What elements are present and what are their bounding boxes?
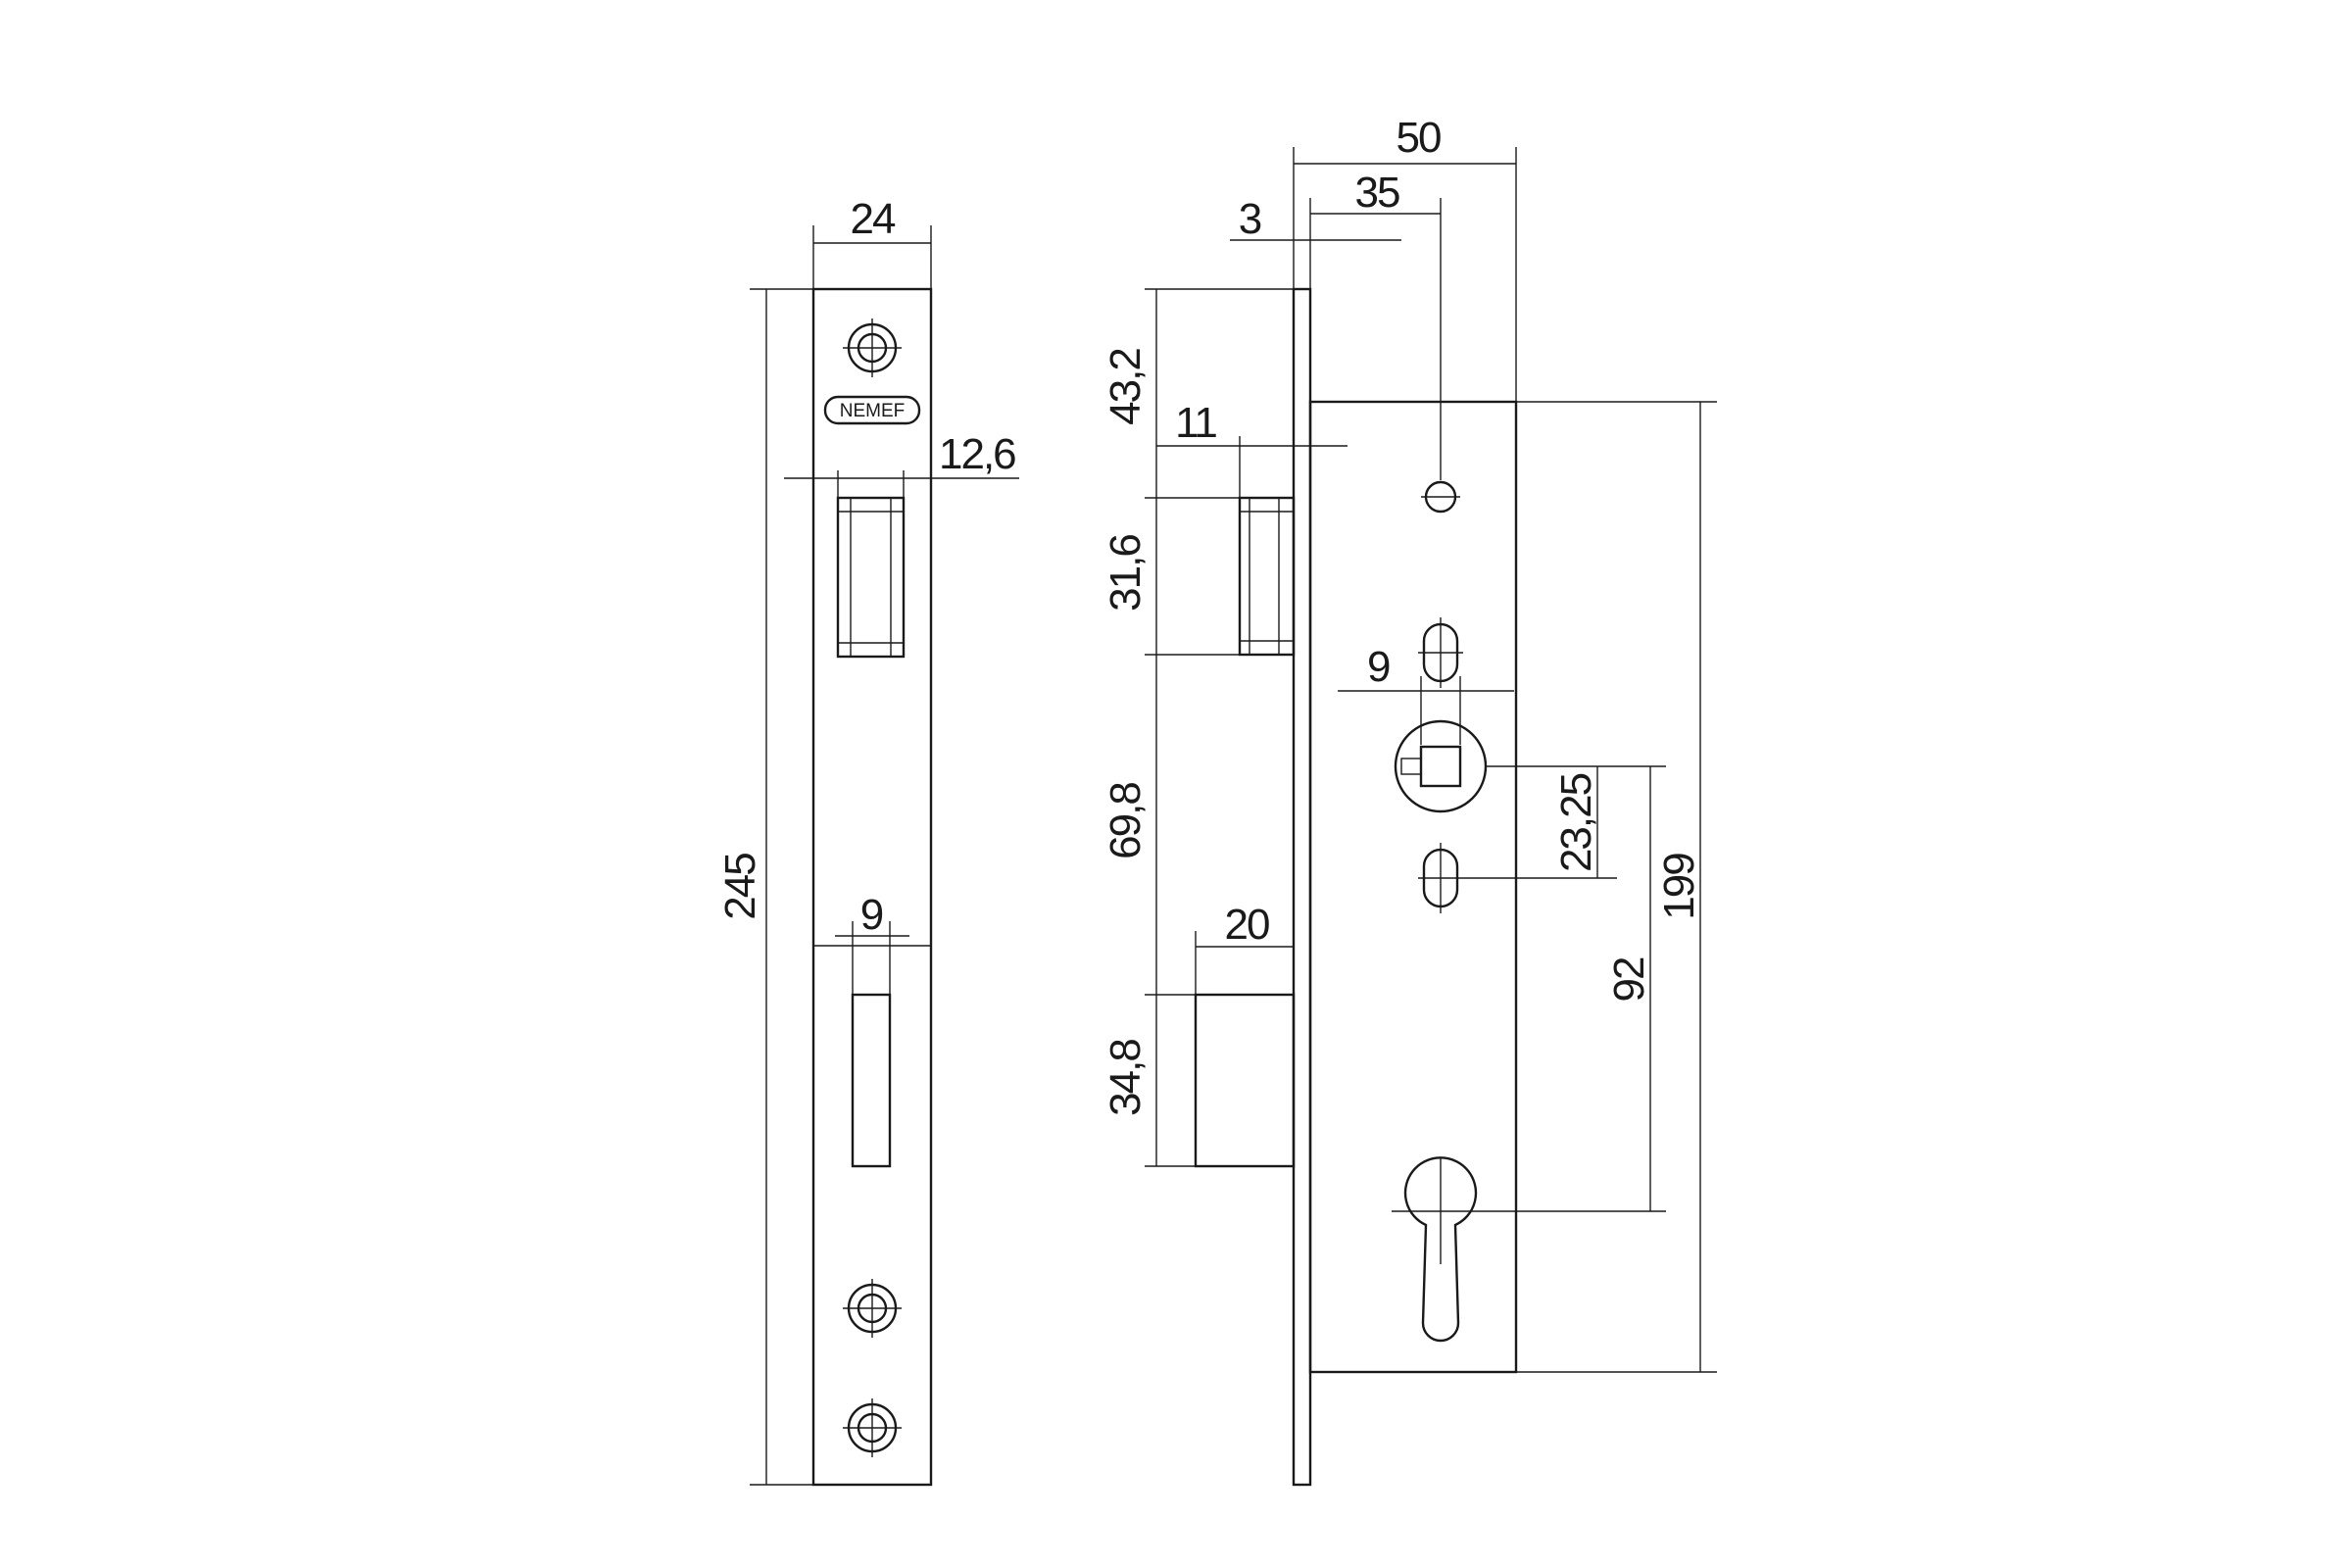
dimension-follower: 9 bbox=[1338, 643, 1514, 745]
dim-front-height-label: 245 bbox=[716, 854, 764, 920]
lower-screw-icon bbox=[843, 1279, 902, 1338]
dimension-faceplate-thickness: 3 bbox=[1230, 195, 1401, 243]
bolt-opening bbox=[851, 993, 892, 1168]
dimension-backset: 35 bbox=[1309, 169, 1441, 289]
dimension-latch-gap: 12,6 bbox=[784, 430, 1019, 498]
dim-faceplate-thickness-label: 3 bbox=[1239, 195, 1261, 243]
faceplate-outline bbox=[811, 287, 933, 1487]
dim-top-offset-label: 43,2 bbox=[1102, 349, 1150, 425]
dimension-left-chain bbox=[1145, 288, 1294, 1167]
top-screw-icon bbox=[843, 318, 902, 377]
deadbolt bbox=[1194, 993, 1296, 1168]
dim-follower-to-hole-label: 23,25 bbox=[1552, 773, 1600, 872]
dimension-bolt-projection: 20 bbox=[1195, 901, 1294, 995]
side-view: 9 50 35 3 bbox=[1102, 114, 1717, 1487]
dim-latch-projection-label: 11 bbox=[1175, 399, 1216, 447]
dim-bolt-width-label: 9 bbox=[860, 891, 883, 939]
cylinder-hole-icon bbox=[1403, 1156, 1478, 1343]
dim-bolt-projection-label: 20 bbox=[1225, 901, 1269, 949]
nemef-logo: NEMEF bbox=[823, 395, 921, 425]
dimension-bolt-width: 9 bbox=[835, 891, 909, 995]
dim-latch-to-bolt-label: 69,8 bbox=[1102, 783, 1150, 859]
bottom-screw-icon bbox=[843, 1398, 902, 1457]
dimension-right-chain bbox=[1463, 401, 1717, 1373]
dim-case-height-label: 199 bbox=[1655, 854, 1703, 920]
lower-slot-icon bbox=[1418, 843, 1463, 913]
front-view: NEMEF 12,6 9 bbox=[716, 195, 1019, 1487]
top-hole-icon bbox=[1421, 480, 1460, 514]
dim-follower-label: 9 bbox=[1367, 643, 1390, 691]
latch bbox=[1238, 496, 1296, 657]
dim-depth-label: 50 bbox=[1396, 114, 1441, 162]
dim-latch-height-label: 31,6 bbox=[1102, 535, 1150, 612]
dimension-front-height: 245 bbox=[716, 288, 813, 1486]
dim-center-distance-label: 92 bbox=[1605, 957, 1653, 1002]
follower-icon bbox=[1394, 719, 1488, 813]
side-faceplate bbox=[1292, 287, 1312, 1487]
dimension-front-width: 24 bbox=[812, 195, 932, 289]
lock-case bbox=[1308, 400, 1518, 1374]
dim-latch-gap-label: 12,6 bbox=[939, 430, 1015, 478]
dim-front-width-label: 24 bbox=[851, 195, 896, 243]
upper-slot-icon bbox=[1418, 617, 1463, 688]
logo-text: NEMEF bbox=[840, 401, 906, 421]
dim-backset-label: 35 bbox=[1355, 169, 1399, 217]
dimension-latch-projection: 11 bbox=[1156, 399, 1348, 498]
dim-bolt-height-label: 34,8 bbox=[1102, 1040, 1150, 1116]
latch-opening bbox=[836, 496, 906, 659]
dimension-depth: 50 bbox=[1293, 114, 1517, 402]
